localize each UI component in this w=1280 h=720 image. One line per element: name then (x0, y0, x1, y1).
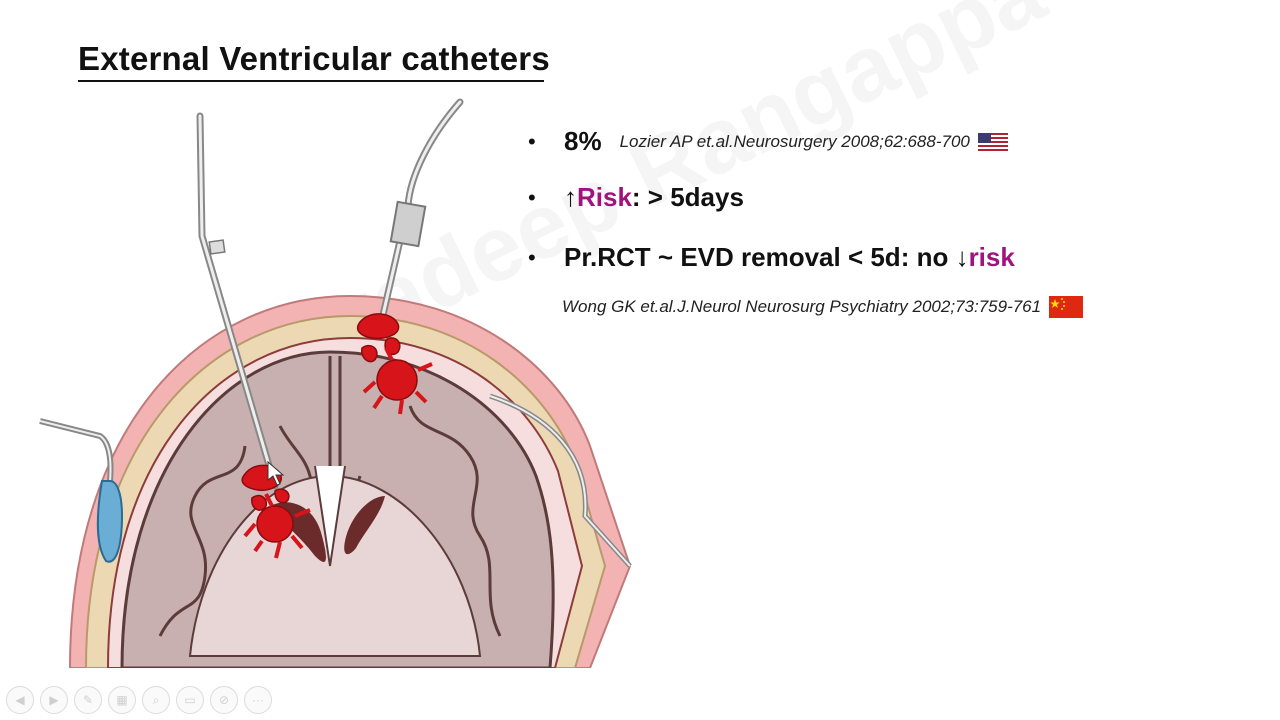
more-icon[interactable]: ··· (244, 686, 272, 714)
bullet-item-1: • 8% Lozier AP et.al.Neurosurgery 2008;6… (528, 126, 1008, 157)
bullet-text: Pr.RCT ~ EVD removal < 5d: no (564, 242, 956, 273)
citation-2: Wong GK et.al.J.Neurol Neurosurg Psychia… (562, 296, 1083, 318)
us-flag-icon (978, 133, 1008, 151)
up-arrow-icon: ↑ (564, 182, 577, 213)
citation-text: Wong GK et.al.J.Neurol Neurosurg Psychia… (562, 297, 1041, 317)
bullet-marker: • (528, 185, 564, 211)
pen-icon[interactable]: ✎ (74, 686, 102, 714)
subtitles-icon[interactable]: ▭ (176, 686, 204, 714)
slides-icon[interactable]: ▦ (108, 686, 136, 714)
down-arrow-icon: ↓ (956, 242, 969, 273)
china-flag-icon (1049, 296, 1083, 318)
slide-title: External Ventricular catheters (78, 40, 550, 78)
risk-label: risk (969, 242, 1015, 273)
zoom-icon[interactable]: ⌕ (142, 686, 170, 714)
bullet-item-2: • ↑ Risk : > 5days (528, 182, 744, 213)
next-slide-icon[interactable]: ▶ (40, 686, 68, 714)
reservoir (98, 481, 122, 562)
presenter-toolbar: ◀ ▶ ✎ ▦ ⌕ ▭ ⊘ ··· (6, 686, 272, 714)
bullet-item-3: • Pr.RCT ~ EVD removal < 5d: no ↓ risk (528, 242, 1015, 273)
bullet-marker: • (528, 129, 564, 155)
camera-off-icon[interactable]: ⊘ (210, 686, 238, 714)
title-underline (78, 80, 544, 82)
risk-label: Risk (577, 182, 632, 213)
citation-text: Lozier AP et.al.Neurosurgery 2008;62:688… (620, 132, 970, 152)
bullet-marker: • (528, 245, 564, 271)
bullet-text: : > 5days (632, 182, 744, 213)
bullet-text: 8% (564, 126, 602, 157)
previous-slide-icon[interactable]: ◀ (6, 686, 34, 714)
